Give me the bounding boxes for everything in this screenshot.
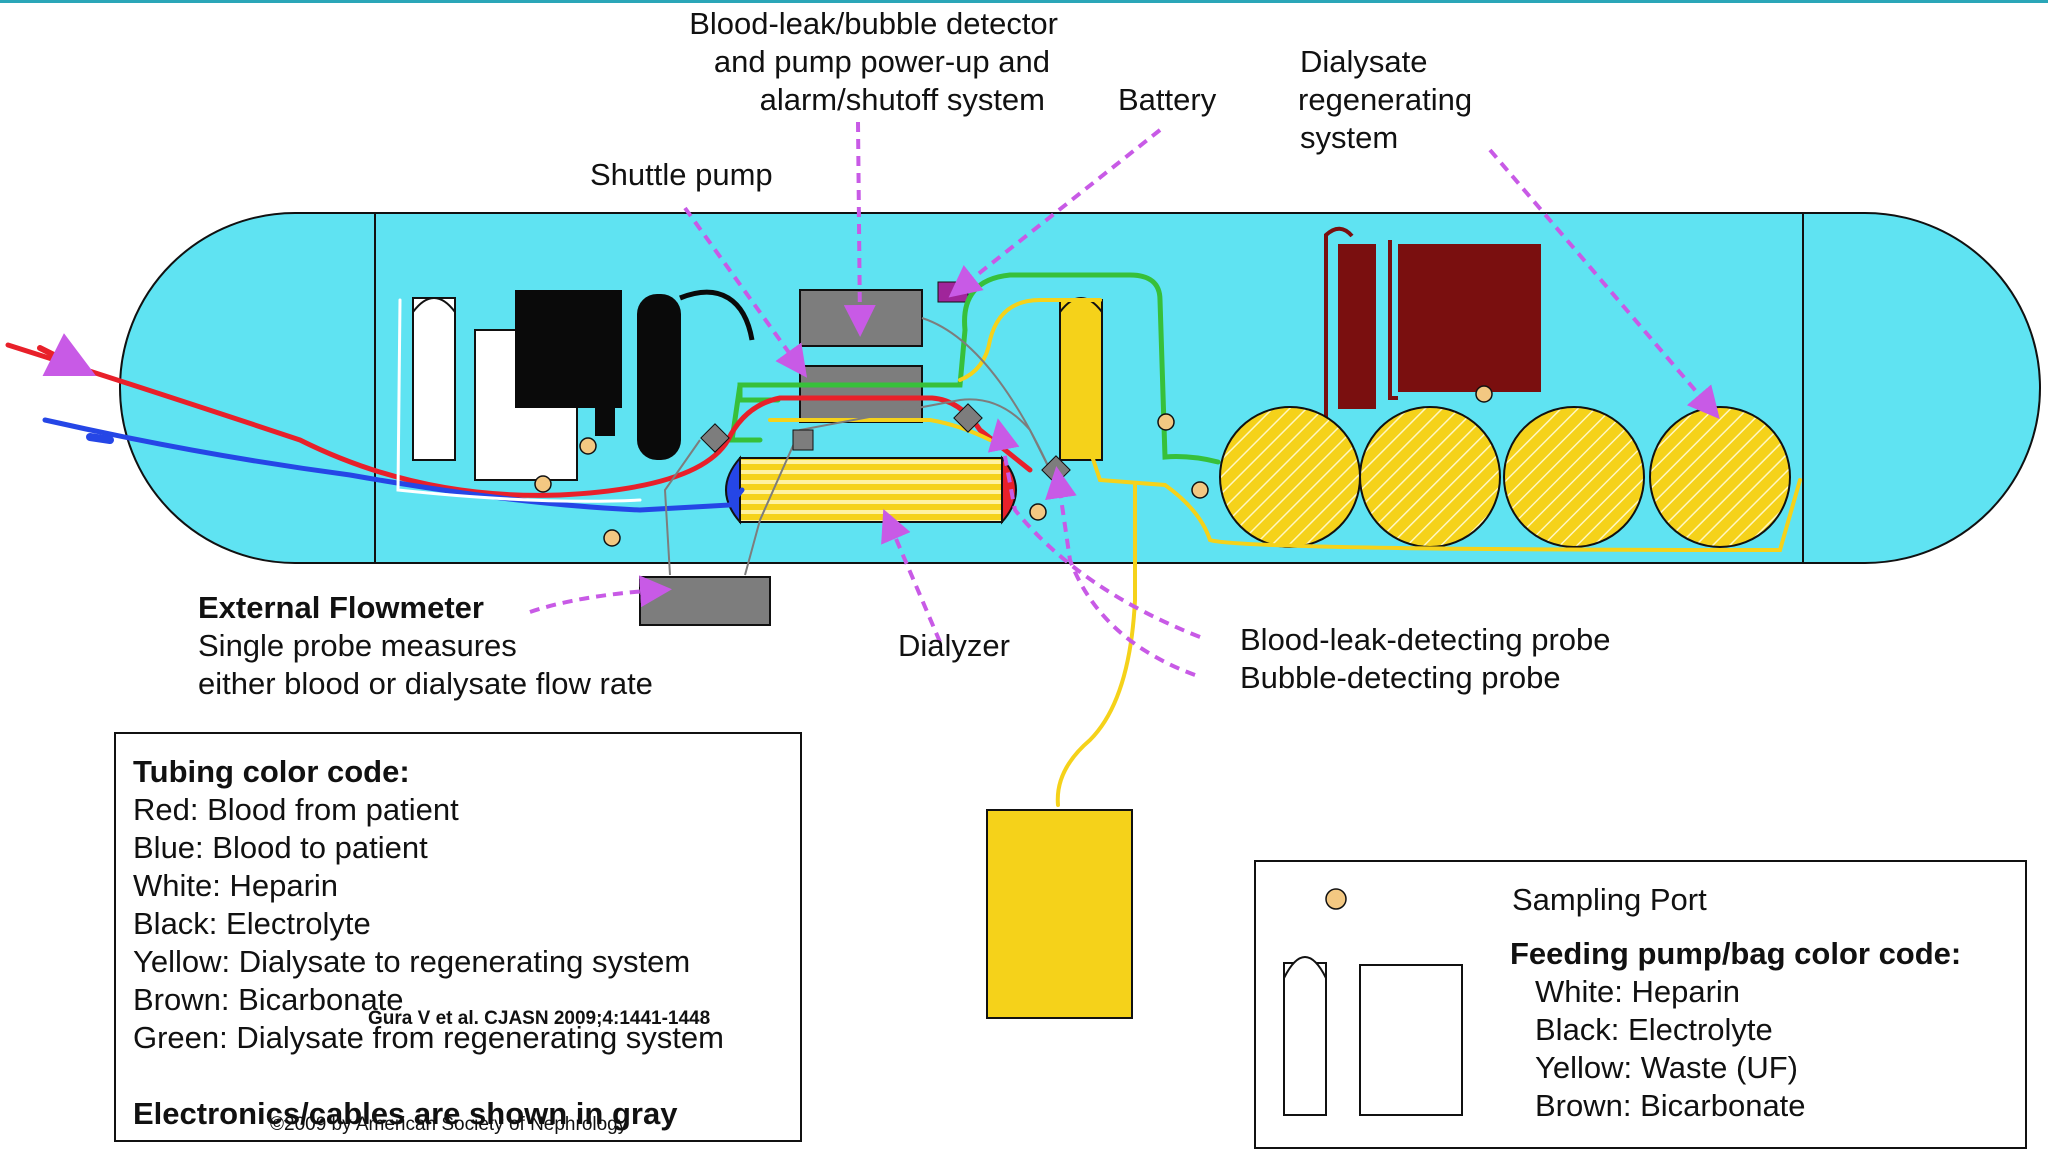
svg-text:system: system	[1300, 120, 1398, 155]
tubing-legend-item: Black: Electrolyte	[133, 906, 371, 941]
label-battery: Battery	[1118, 82, 1217, 117]
tubing	[5, 272, 1802, 807]
tubing-legend-item: Blue: Blood to patient	[133, 830, 428, 865]
probe-small	[792, 429, 814, 451]
svg-text:regenerating: regenerating	[1298, 82, 1472, 117]
tubing-legend-item: Green: Dialysate from regenerating syste…	[133, 1020, 724, 1055]
label-shuttle-pump: Shuttle pump	[590, 157, 773, 192]
electrolyte-pump-column	[595, 296, 615, 436]
label-dialyzer: Dialyzer	[898, 628, 1010, 663]
pump-legend-item: Yellow: Waste (UF)	[1535, 1050, 1798, 1085]
bag-icon	[1359, 964, 1463, 1116]
sampling-port-icon	[1325, 888, 1347, 910]
battery	[937, 281, 969, 303]
waste-bag	[986, 809, 1133, 1019]
external-flowmeter	[639, 576, 771, 626]
tubing-legend-item: Brown: Bicarbonate	[133, 982, 404, 1017]
electronics-cables	[663, 317, 1051, 576]
copyright: ©2009 by American Society of Nephrology	[270, 1114, 628, 1135]
tubing-legend-item: Yellow: Dialysate to regenerating system	[133, 944, 690, 979]
pump-legend-item: White: Heparin	[1535, 974, 1740, 1009]
sampling-ports	[534, 385, 1493, 547]
svg-text:and pump power-up and: and pump power-up and	[714, 44, 1050, 79]
pointer-arrows	[529, 121, 1720, 677]
svg-text:Blood-leak-detecting probe: Blood-leak-detecting probe	[1240, 622, 1611, 657]
svg-text:Bubble-detecting probe: Bubble-detecting probe	[1240, 660, 1561, 695]
svg-text:Blood-leak/bubble detector: Blood-leak/bubble detector	[689, 6, 1058, 41]
pump-color-legend: Sampling Port Feeding pump/bag color cod…	[1254, 860, 2027, 1149]
svg-text:Dialysate: Dialysate	[1300, 44, 1428, 79]
tubing-legend-footer: Electronics/cables are shown in gray	[133, 1096, 678, 1131]
top-border	[0, 0, 2048, 3]
pump-legend-item: Brown: Bicarbonate	[1535, 1088, 1806, 1123]
regeneration-cartridges	[1219, 406, 1791, 548]
citation: Gura V et al. CJASN 2009;4:1441-1448	[368, 1008, 710, 1029]
waste-pump	[1059, 297, 1103, 461]
bicarbonate-tube	[1324, 226, 1398, 420]
blood-leak-probe	[953, 403, 983, 433]
bicarbonate-pump	[1338, 244, 1376, 409]
label-blood-leak-detector: Blood-leak/bubble detector and pump powe…	[689, 6, 1058, 117]
label-external-flowmeter: External Flowmeter Single probe measures…	[198, 590, 653, 701]
pump-icon	[1283, 956, 1327, 1116]
sampling-port-label: Sampling Port	[1512, 882, 1707, 917]
svg-text:Single probe measures: Single probe measures	[198, 628, 517, 663]
pump-legend-item: Black: Electrolyte	[1535, 1012, 1773, 1047]
tubing-legend-title: Tubing color code:	[133, 754, 410, 789]
pump-legend-title: Feeding pump/bag color code:	[1510, 936, 1961, 971]
tubing-legend-item: White: Heparin	[133, 868, 338, 903]
electrolyte-pump	[637, 294, 681, 460]
dialyzer	[725, 455, 1017, 525]
tubing-color-legend: Tubing color code: Red: Blood from patie…	[114, 732, 802, 1142]
label-probes: Blood-leak-detecting probe Bubble-detect…	[1240, 622, 1611, 695]
probe-left	[700, 423, 730, 453]
bicarbonate-bag	[1398, 244, 1541, 392]
tubing-legend-item: Red: Blood from patient	[133, 792, 459, 827]
svg-text:alarm/shutoff system: alarm/shutoff system	[760, 82, 1045, 117]
svg-text:either blood or dialysate flow: either blood or dialysate flow rate	[198, 666, 653, 701]
heparin-pump	[412, 297, 456, 461]
label-dialysate-system: Dialysate regenerating system	[1298, 44, 1472, 155]
electrolyte-tube	[679, 289, 755, 341]
shuttle-pump	[799, 365, 923, 423]
svg-text:External Flowmeter: External Flowmeter	[198, 590, 484, 625]
